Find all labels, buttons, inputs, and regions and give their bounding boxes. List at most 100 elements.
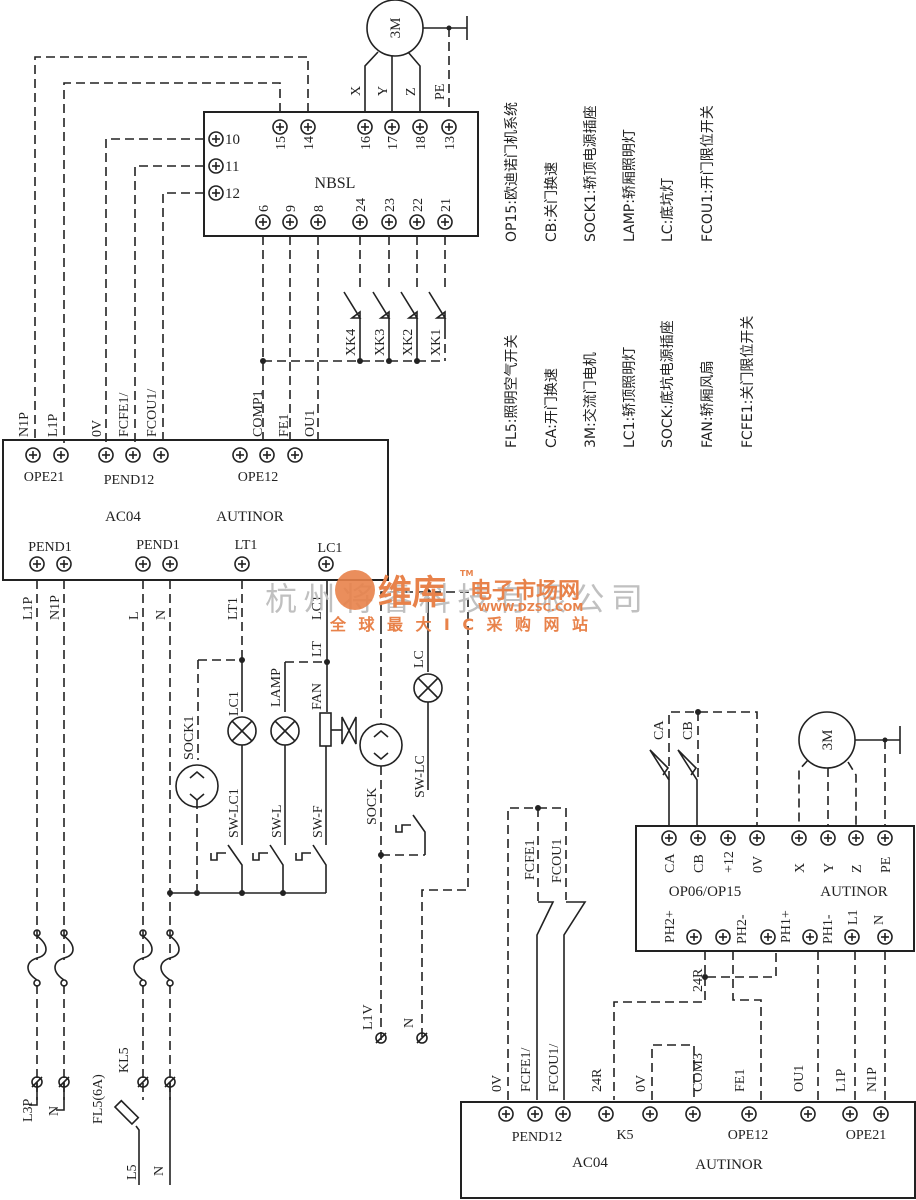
op06-bottom-terminal [760, 929, 776, 945]
ac04-top-wire-label: N1P [17, 412, 32, 437]
ac04b-wire-label: FE1 [733, 1069, 748, 1092]
ac04-top-terminal [98, 447, 114, 463]
legend-left-item: 3M:交流门电机 [582, 352, 599, 448]
fan-icon [319, 712, 357, 845]
ac04b-wire-label: N1P [865, 1067, 880, 1092]
nbsl-terminal-16 [357, 119, 373, 135]
ac04-lower-wire-label: LC1 [310, 595, 325, 620]
fcfe1-label: FCFE1 [523, 840, 538, 880]
group-pend1-b: PEND1 [136, 538, 180, 553]
legend-left-item: SOCK:底坑电源插座 [660, 320, 676, 448]
groupb-pend12: PEND12 [512, 1130, 563, 1145]
groupb-ope12: OPE12 [728, 1128, 768, 1143]
op06-terminal-label: PE [879, 857, 894, 873]
xk3-label: XK3 [373, 329, 388, 356]
ac04-top-wire-label: L1P [46, 413, 61, 437]
legend-right-item: CB:关门换速 [543, 162, 560, 242]
fl5-label: FL5(6A) [91, 1074, 106, 1124]
xk2-label: XK2 [401, 329, 416, 356]
watermark-company: 杭州将睿科技有限公司 [265, 580, 643, 618]
n-label-pit: N [402, 1018, 417, 1028]
ac04-top-wire-label: FCOU1/ [145, 389, 160, 437]
l3p-label: L3P [21, 1098, 36, 1122]
motor-3m-top: 3M [364, 0, 468, 112]
nbsl-terminal-22 [409, 214, 425, 230]
op06-terminal-label: Z [850, 864, 865, 873]
op06-model-label: OP06/OP15 [669, 884, 742, 900]
nbsl-terminal-21 [437, 214, 453, 230]
watermark-brand-sub: 电子市场网 [470, 578, 580, 604]
legend-left-item: FAN:轿厢风扇 [700, 360, 716, 448]
group-ope21: OPE21 [24, 470, 64, 485]
watermark-slogan: 全 球 最 大 I C 采 购 网 站 [329, 615, 588, 634]
legend-left-item: CA:开门换速 [543, 368, 560, 448]
nbsl-terminal-label: 22 [411, 198, 426, 212]
ac04-controller-bottom: AC04 AUTINOR PEND12 K5 OPE12 OPE21 [460, 1101, 916, 1199]
nbsl-terminal-label: 12 [225, 186, 240, 202]
ac04-bottom-terminal [234, 556, 250, 572]
op06-terminal-+12 [720, 830, 736, 846]
cb-label: CB [681, 721, 696, 740]
sock-socket [359, 625, 403, 1040]
ac04b-terminal [685, 1106, 701, 1122]
nbsl-terminal-label: 9 [284, 205, 299, 212]
ac04-lower-wire-label: LT1 [226, 597, 241, 620]
fan-label: FAN [310, 683, 325, 710]
ac04-brand-label: AUTINOR [216, 509, 284, 525]
legend-right-item: SOCK1:轿顶电源插座 [583, 106, 599, 243]
ac04-controller-top: AC04 AUTINOR OPE21 PEND12 OPE12 PEND1 PE… [2, 439, 389, 581]
op06-terminal-label: CB [692, 854, 707, 873]
op06-terminal-0V [749, 830, 765, 846]
nbsl-terminal-label: 18 [414, 136, 429, 150]
sw-l-label: SW-L [270, 805, 285, 838]
op06-bottom-label: N [872, 915, 887, 925]
op06-bottom-terminal [802, 929, 818, 945]
op06-terminal-label: +12 [722, 851, 737, 873]
watermark-brand: 维库 [378, 573, 446, 613]
nbsl-terminal-label: 10 [225, 132, 240, 148]
ac04b-terminal [800, 1106, 816, 1122]
op06-op15-controller: OP06/OP15 AUTINOR [635, 825, 915, 952]
ac04b-model-label: AC04 [572, 1155, 608, 1171]
ac04b-terminal [527, 1106, 543, 1122]
watermark-tm: TM [460, 569, 473, 578]
ac04b-wire-label: L1P [834, 1068, 849, 1092]
nbsl-terminal-15 [272, 119, 288, 135]
ac04-top-wire-label: FCFE1/ [117, 393, 132, 437]
nbsl-terminal-11 [208, 158, 224, 174]
n-label-feed: N [152, 1166, 167, 1176]
wire-label-z: Z [404, 87, 419, 96]
sw-lc-label: SW-LC [413, 755, 428, 798]
op06-brand-label: AUTINOR [820, 884, 888, 900]
legend-left-item: FL5:照明空气开关 [504, 335, 520, 448]
ac04-lower-wire-label: N1P [48, 595, 63, 620]
ac04b-terminal [842, 1106, 858, 1122]
op06-bottom-terminal [715, 929, 731, 945]
ac04b-wire-label: 24R [590, 1068, 605, 1092]
ac04-lower-wire-label: L [127, 611, 142, 620]
sock-label: SOCK [365, 788, 380, 825]
n-label-left: N [47, 1106, 62, 1116]
lamp-icon [270, 716, 300, 845]
ac04-top-wire-label: 0V [90, 420, 105, 437]
xk-limit-switches [260, 236, 447, 364]
ac04-top-terminal [287, 447, 303, 463]
nbsl-terminal-label: 8 [312, 205, 327, 212]
ca-cb-switches [649, 709, 758, 826]
ac04-top-terminal [232, 447, 248, 463]
ac04b-terminal [873, 1106, 889, 1122]
legend-right-item: FCOU1:开门限位开关 [700, 105, 716, 242]
ac04b-wire-label: COM3 [691, 1053, 706, 1092]
ac04b-terminal [642, 1106, 658, 1122]
ac04b-terminal [555, 1106, 571, 1122]
ac04-lower-wire-label: N [154, 610, 169, 620]
l1v-label: L1V [361, 1004, 376, 1030]
op06-bottom-terminal [844, 929, 860, 945]
watermark-url: WWW.DZSC.COM [478, 601, 583, 614]
ac04b-terminal [741, 1106, 757, 1122]
ac04-bottom-terminal [56, 556, 72, 572]
sock1-label: SOCK1 [182, 716, 197, 760]
